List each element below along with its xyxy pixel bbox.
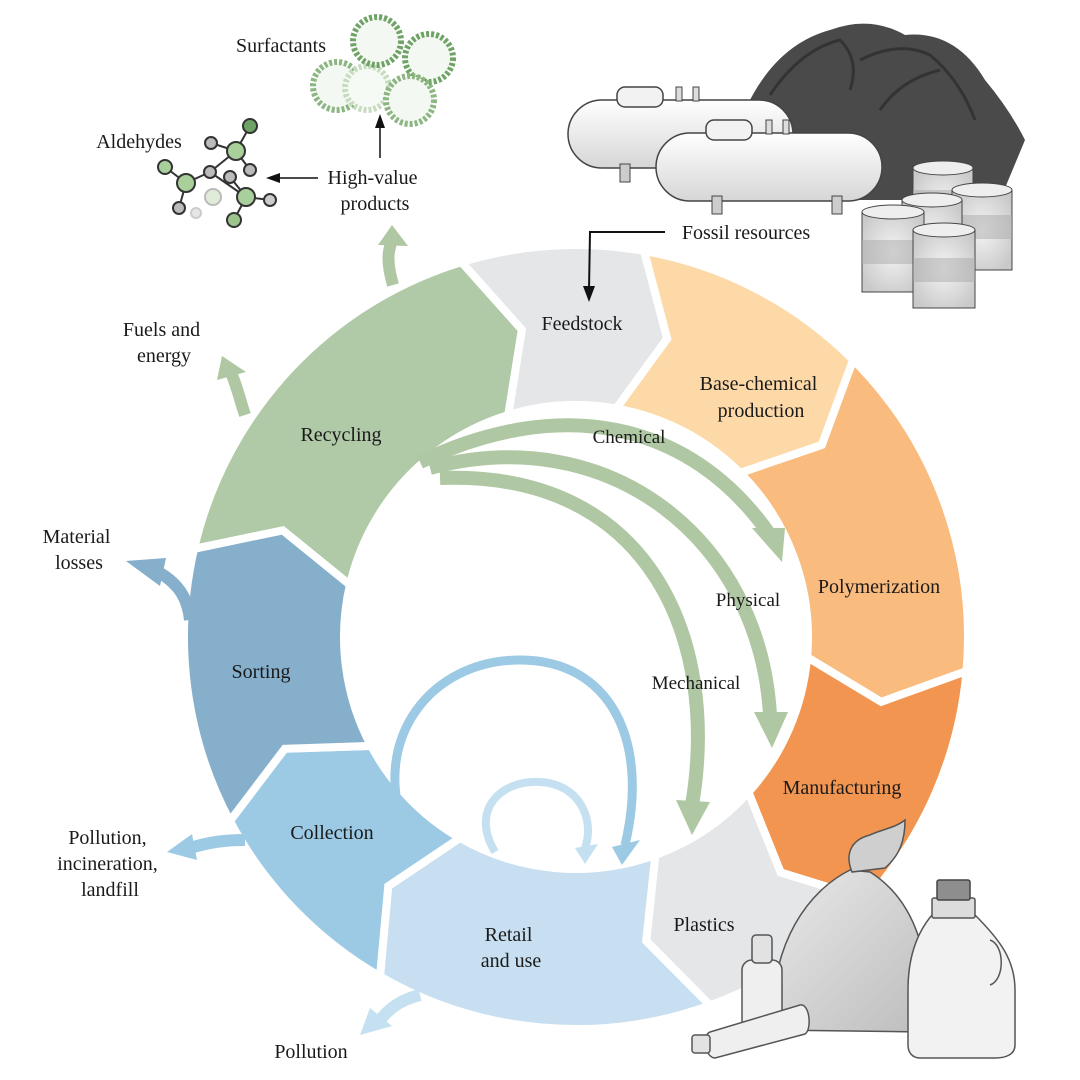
- label-polymerization: Polymerization: [818, 576, 940, 598]
- label-pollution: Pollution: [274, 1041, 347, 1063]
- reuse-loop-small: [481, 777, 598, 864]
- label-feedstock: Feedstock: [541, 313, 622, 335]
- to-aldehydes-arrowhead: [266, 173, 280, 183]
- label-mechanical: Mechanical: [652, 673, 741, 694]
- label-plastics: Plastics: [673, 914, 734, 936]
- plastic-waste-icon: [691, 818, 1016, 1059]
- label-retail: Retail and use: [481, 924, 542, 972]
- pollution-arrowhead: [360, 1008, 392, 1035]
- physical-arrowhead: [754, 712, 788, 748]
- label-recycling: Recycling: [300, 424, 381, 446]
- mechanical-route-arrow: [439, 470, 705, 807]
- label-aldehydes: Aldehydes: [96, 131, 182, 153]
- fuels-arrowhead: [217, 356, 246, 380]
- fuels-arrow: [226, 372, 251, 417]
- recycling-route-arrows: [416, 418, 777, 807]
- fossil-to-feedstock-arrow: [588, 231, 665, 291]
- mechanical-arrowhead: [676, 800, 710, 835]
- label-base-chemical: Base-chemical production: [700, 373, 823, 422]
- aldehyde-molecule-icon: [157, 118, 277, 228]
- label-fuels-energy: Fuels and energy: [123, 319, 205, 367]
- route-arrowheads: [676, 528, 788, 835]
- chemical-arrowhead: [752, 528, 785, 562]
- oil-drums-icon: [861, 160, 1013, 309]
- label-surfactants: Surfactants: [236, 35, 326, 57]
- high-value-arrowhead: [378, 225, 408, 246]
- label-manufacturing: Manufacturing: [783, 777, 902, 799]
- material-losses-arrowhead: [126, 558, 166, 586]
- label-fossil-resources: Fossil resources: [682, 222, 811, 244]
- to-surfactants-arrowhead: [375, 114, 385, 128]
- cycle-ring: [180, 241, 972, 1033]
- label-physical: Physical: [716, 590, 780, 611]
- pollution-landfill-arrow: [188, 834, 246, 854]
- surfactant-micelles-icon: [310, 14, 456, 127]
- label-sorting: Sorting: [232, 661, 291, 683]
- reuse-loop-large: [390, 655, 640, 865]
- label-chemical: Chemical: [593, 427, 666, 448]
- storage-tank-icon: [655, 119, 883, 215]
- label-collection: Collection: [290, 822, 373, 844]
- segment-recycling: [188, 257, 527, 592]
- chemical-route-arrow: [416, 418, 776, 540]
- label-material-losses: Material losses: [43, 526, 116, 574]
- label-pollution-incineration-landfill: Pollution, incineration, landfill: [57, 827, 163, 901]
- pollution-arrow: [375, 989, 422, 1024]
- lying-bottle-icon: [691, 1004, 810, 1059]
- material-losses-arrow: [156, 567, 196, 621]
- plastic-bag-icon: [771, 818, 929, 1033]
- physical-route-arrow: [428, 450, 777, 716]
- pollution-landfill-arrowhead: [167, 834, 197, 860]
- detergent-jug-icon: [907, 879, 1016, 1059]
- fossil-to-feedstock-arrowhead: [583, 286, 595, 302]
- label-high-value-products: High-value products: [328, 167, 423, 215]
- outflow-arrows: [126, 114, 665, 1035]
